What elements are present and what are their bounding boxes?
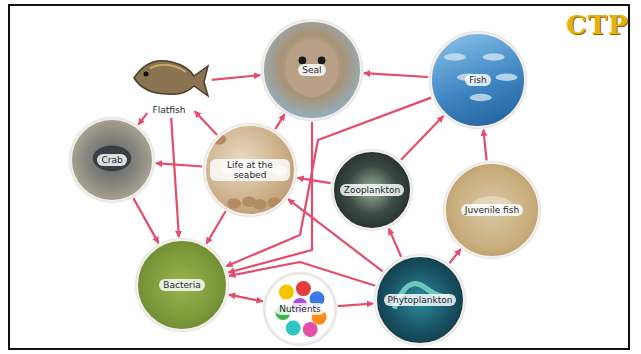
food-web-arrow — [483, 130, 486, 161]
node-label: Life at the seabed — [210, 159, 290, 182]
seal-circle: Seal — [262, 20, 362, 120]
node-label: Fish — [465, 74, 490, 86]
node-label: Crab — [97, 154, 126, 166]
watermark-text: CTP — [566, 10, 629, 40]
flatfish-figure: Flatfish — [128, 52, 210, 116]
node-label: Juvenile fish — [461, 204, 523, 216]
food-web-arrow — [389, 229, 401, 257]
bacteria-circle: Bacteria — [136, 239, 228, 331]
node-label: Zooplankton — [340, 184, 405, 196]
food-web-arrow — [401, 116, 443, 160]
food-web-arrow — [195, 111, 217, 135]
nutrients-circle: Nutrients — [264, 273, 336, 345]
seabed-circle: Life at the seabed — [204, 124, 296, 216]
food-web-arrow — [212, 75, 261, 80]
food-web-arrow — [275, 114, 284, 129]
node-label: Bacteria — [159, 279, 204, 291]
food-web-arrow — [138, 113, 147, 125]
food-web-arrow — [297, 178, 330, 183]
food-web-arrow — [134, 198, 159, 243]
food-web-arrow — [338, 304, 373, 307]
food-web-arrow — [206, 211, 225, 243]
node-label: Nutrients — [275, 303, 325, 315]
food-web-arrow — [156, 163, 202, 166]
crab-circle: Crab — [70, 118, 154, 202]
food-web-arrow — [449, 249, 460, 263]
zooplankton-circle: Zooplankton — [332, 150, 412, 230]
fish-circle: Fish — [430, 32, 526, 128]
node-label: Seal — [298, 64, 325, 76]
food-web-arrow — [364, 73, 428, 77]
food-web-arrow — [229, 295, 263, 302]
food-web-arrow — [171, 118, 179, 237]
node-label: Phytoplankton — [384, 294, 457, 306]
juvenile-fish-circle: Juvenile fish — [444, 162, 540, 258]
phytoplankton-circle: Phytoplankton — [375, 255, 465, 345]
node-label: Flatfish — [149, 104, 190, 116]
